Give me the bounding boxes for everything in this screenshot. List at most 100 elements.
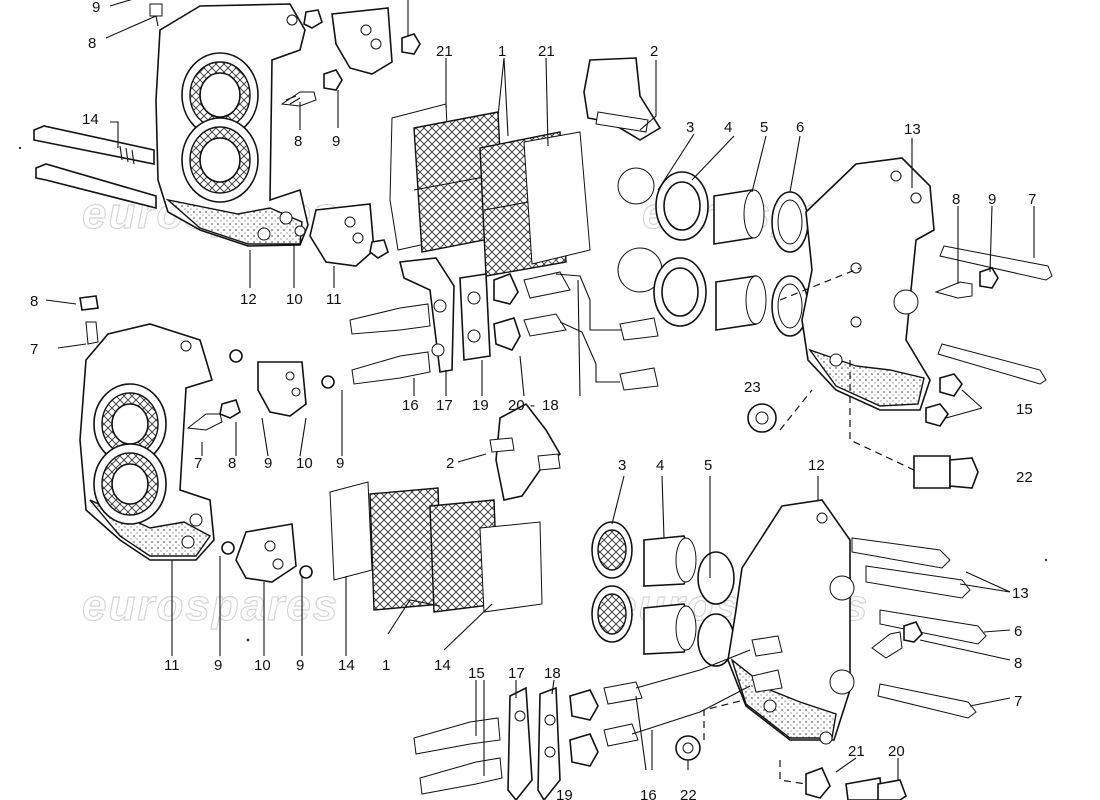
callout-13: 13	[1012, 585, 1029, 602]
cover-plate-lower-mid	[229, 349, 335, 417]
callout-21: 21	[848, 743, 865, 760]
callout-6: 6	[796, 119, 804, 136]
callout-18: 18	[542, 397, 559, 414]
callout-dash: -	[530, 397, 535, 414]
callout-17: 17	[508, 665, 525, 682]
lower-fittings	[675, 735, 907, 800]
callout-21: 21	[436, 43, 453, 60]
scan-speck	[18, 146, 22, 150]
callout-12: 12	[240, 291, 257, 308]
callout-18: 18	[544, 665, 561, 682]
bolts-right-lower	[851, 537, 987, 719]
callout-7: 7	[1028, 191, 1036, 208]
retaining-spring-lower	[489, 402, 562, 501]
callout-8: 8	[88, 35, 96, 52]
callout-22: 22	[680, 787, 697, 800]
callout-16: 16	[402, 397, 419, 414]
bleed-screw-top	[149, 3, 163, 27]
pipes-upper	[523, 271, 659, 391]
callout-5: 5	[704, 457, 712, 474]
callout-9: 9	[264, 455, 272, 472]
callout-19: 19	[472, 397, 489, 414]
bolts-right-upper	[934, 245, 1053, 385]
callout-5: 5	[760, 119, 768, 136]
callout-4: 4	[724, 119, 732, 136]
scan-speck	[246, 638, 250, 642]
callout-9: 9	[988, 191, 996, 208]
studs-upper	[349, 272, 521, 385]
callout-1: 1	[498, 43, 506, 60]
callout-15: 15	[1016, 401, 1033, 418]
callout-3: 3	[618, 457, 626, 474]
callout-9: 9	[92, 0, 100, 16]
long-bolts-upper	[33, 125, 157, 210]
cover-plate-bottom-left	[221, 523, 313, 583]
callout-23: 23	[744, 379, 761, 396]
piston-group-upper	[617, 167, 809, 337]
callout-22: 22	[1016, 469, 1033, 486]
cover-plate-top	[331, 7, 393, 75]
pipes-lower	[603, 635, 783, 747]
callout-20: 20	[508, 397, 525, 414]
caliper-half-lower-left	[79, 323, 215, 561]
callout-14: 14	[434, 657, 451, 674]
callout-10: 10	[296, 455, 313, 472]
callout-numbers: 9 8 21 1 21 2 3 4 5 6 13 14 8 9 8 9 7 12…	[30, 0, 1036, 800]
callout-19: 19	[556, 787, 573, 800]
brake-pads-lower	[329, 481, 543, 613]
callout-9: 9	[332, 133, 340, 150]
callout-14: 14	[82, 111, 99, 128]
callout-4: 4	[656, 457, 664, 474]
callout-2: 2	[446, 455, 454, 472]
washer-23	[747, 403, 777, 433]
callout-2: 2	[650, 43, 658, 60]
callout-14: 14	[338, 657, 355, 674]
callout-7: 7	[30, 341, 38, 358]
callout-13: 13	[904, 121, 921, 138]
callout-10: 10	[254, 657, 271, 674]
bracket-lower	[507, 686, 561, 800]
callout-17: 17	[436, 397, 453, 414]
caliper-half-upper-right	[801, 157, 935, 411]
callout-3: 3	[686, 119, 694, 136]
callout-21: 21	[538, 43, 555, 60]
callout-6: 6	[1014, 623, 1022, 640]
callout-9: 9	[214, 657, 222, 674]
caliper-half-upper-left	[155, 3, 309, 247]
retaining-spring-upper	[583, 57, 662, 141]
bleed-screw-mid	[280, 69, 343, 107]
callout-8: 8	[30, 293, 38, 310]
callout-11: 11	[326, 291, 342, 308]
callout-12: 12	[808, 457, 825, 474]
leader-lines	[45, 0, 1035, 780]
callout-1: 1	[382, 657, 390, 674]
callout-10: 10	[286, 291, 303, 308]
nut-top	[303, 9, 421, 55]
callout-9: 9	[336, 455, 344, 472]
callout-20: 20	[888, 743, 905, 760]
watermark-copy	[81, 580, 340, 631]
callout-16: 16	[640, 787, 657, 800]
callout-11: 11	[164, 657, 180, 674]
callout-15: 15	[468, 665, 485, 682]
nuts-15	[925, 373, 963, 427]
callout-9: 9	[296, 657, 304, 674]
scan-speck	[1044, 558, 1048, 562]
callout-8: 8	[294, 133, 302, 150]
cover-plate-mid	[294, 203, 389, 267]
callout-8: 8	[952, 191, 960, 208]
caliper-half-lower-right	[727, 499, 855, 745]
union-bolt-22	[913, 455, 979, 489]
piston-group-lower	[591, 521, 735, 667]
assembly-dashes-upper	[779, 267, 915, 471]
callout-8: 8	[228, 455, 236, 472]
bleed-screw-left	[79, 295, 99, 345]
callout-7: 7	[194, 455, 202, 472]
bracket-upper	[399, 257, 491, 373]
pad-shim-upper-right	[523, 131, 591, 265]
callout-7: 7	[1014, 693, 1022, 710]
studs-lower	[413, 689, 599, 795]
bleed-screw-lower	[186, 399, 241, 431]
